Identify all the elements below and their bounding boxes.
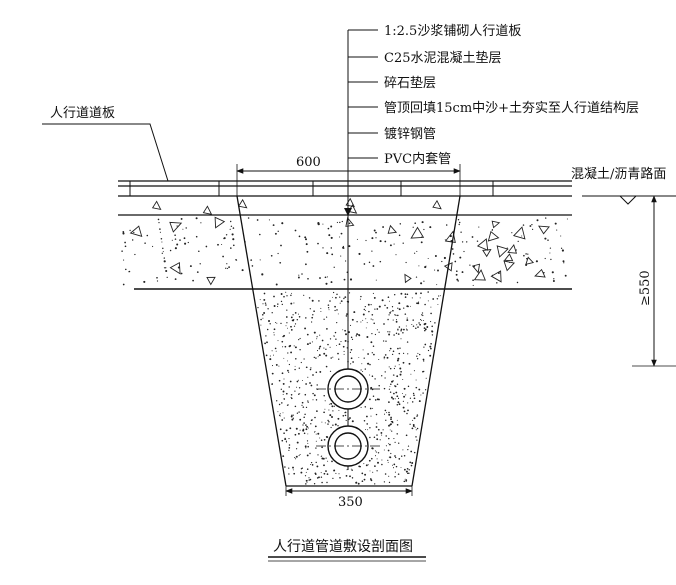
leader-ticks: [344, 29, 378, 216]
callout-concrete-cushion: C25水泥混凝土垫层: [384, 50, 502, 66]
bottom-width-dimension: 350: [285, 486, 413, 510]
depth-value: ≥550: [638, 270, 653, 306]
callout-galvanized-pipe: 镀锌钢管: [384, 126, 436, 142]
sidewalk-slab-label: 人行道道板: [50, 106, 115, 121]
callout-gravel-cushion: 碎石垫层: [384, 75, 436, 91]
depth-dimension: ≥550: [632, 195, 676, 367]
sand-backfill-hatch: [257, 291, 441, 485]
road-surface-label-group: 混凝土/沥青路面: [571, 166, 676, 205]
concrete-aggregate-hatch: [121, 197, 568, 286]
bottom-width-value: 350: [338, 495, 363, 510]
top-width-value: 600: [296, 155, 321, 170]
paving-slab-joints: [129, 181, 494, 196]
pavement-layers: [118, 180, 572, 290]
callout-pvc-sleeve: PVC内套管: [384, 151, 451, 167]
lower-pipe: [316, 425, 380, 467]
sidewalk-slab-label-group: 人行道道板: [42, 106, 169, 182]
callout-mortar-slab: 1:2.5沙浆铺砌人行道板: [384, 24, 521, 39]
elevation-marker-icon: [618, 195, 638, 205]
callout-backfill: 管顶回填15cm中沙+土夯实至人行道结构层: [384, 101, 639, 116]
road-surface-label: 混凝土/沥青路面: [571, 166, 666, 182]
drawing-title-group: 人行道管道敷设剖面图: [268, 539, 426, 562]
top-width-dimension: 600: [236, 155, 461, 196]
upper-pipe: [316, 368, 380, 410]
trench-outline: [236, 195, 461, 487]
layer-callouts: 1:2.5沙浆铺砌人行道板 C25水泥混凝土垫层 碎石垫层 管顶回填15cm中沙…: [384, 24, 639, 167]
drawing-title: 人行道管道敷设剖面图: [273, 539, 413, 555]
